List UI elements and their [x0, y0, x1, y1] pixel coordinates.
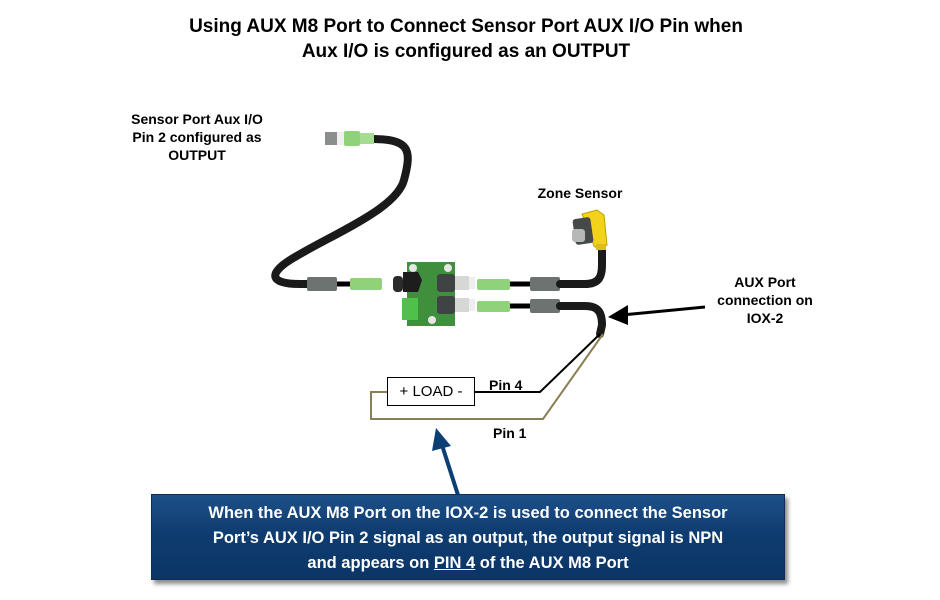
sensor-port-connector: [325, 131, 374, 146]
callout-line-1: When the AUX M8 Port on the IOX-2 is use…: [208, 504, 728, 522]
upper-green-connector: [477, 279, 510, 290]
callout-line-3-pre: and appears on: [307, 554, 434, 572]
pin4-wire: [475, 333, 601, 393]
callout-line-3: and appears on PIN 4 of the AUX M8 Port: [152, 551, 784, 576]
iox-2-hub: [393, 262, 475, 326]
diagram-title: Using AUX M8 Port to Connect Sensor Port…: [0, 14, 932, 64]
sensor-port-cable: [271, 135, 412, 288]
lower-green-connector: [477, 301, 510, 312]
zone-sensor-cable: [556, 244, 606, 288]
pin1-wire: [370, 333, 604, 420]
pin4-label: Pin 4: [489, 377, 523, 393]
aux-port-label-line-1: AUX Port: [734, 274, 796, 290]
callout-arrow: [432, 428, 460, 496]
load-box: + LOAD -: [387, 377, 475, 406]
sensor-port-label-line-2: Pin 2 configured as: [132, 129, 262, 145]
zone-sensor-label: Zone Sensor: [537, 185, 623, 201]
callout-line-2: Port’s AUX I/O Pin 2 signal as an output…: [212, 529, 724, 547]
title-line-1: Using AUX M8 Port to Connect Sensor Port…: [189, 16, 743, 37]
callout-box: When the AUX M8 Port on the IOX-2 is use…: [151, 494, 785, 580]
upper-overmold: [530, 277, 560, 291]
aux-port-arrow: [608, 305, 706, 325]
callout-line-3-post: of the AUX M8 Port: [475, 554, 629, 572]
aux-port-label-line-2: connection on: [717, 292, 813, 308]
title-line-2: Aux I/O is configured as an OUTPUT: [301, 41, 631, 62]
aux-port-cable: [556, 302, 607, 338]
zone-sensor: [572, 209, 608, 251]
callout-pin4-emphasis: PIN 4: [433, 554, 476, 572]
aux-port-label: AUX Port connection on IOX-2: [700, 273, 830, 327]
sensor-port-label-line-1: Sensor Port Aux I/O: [131, 111, 263, 127]
left-overmold: [307, 277, 337, 291]
pin1-label: Pin 1: [493, 425, 527, 441]
left-green-connector: [350, 278, 382, 290]
sensor-port-label-line-3: OUTPUT: [168, 147, 226, 163]
lower-overmold: [530, 299, 560, 313]
aux-port-label-line-3: IOX-2: [746, 310, 784, 326]
sensor-port-label: Sensor Port Aux I/O Pin 2 configured as …: [112, 110, 282, 164]
